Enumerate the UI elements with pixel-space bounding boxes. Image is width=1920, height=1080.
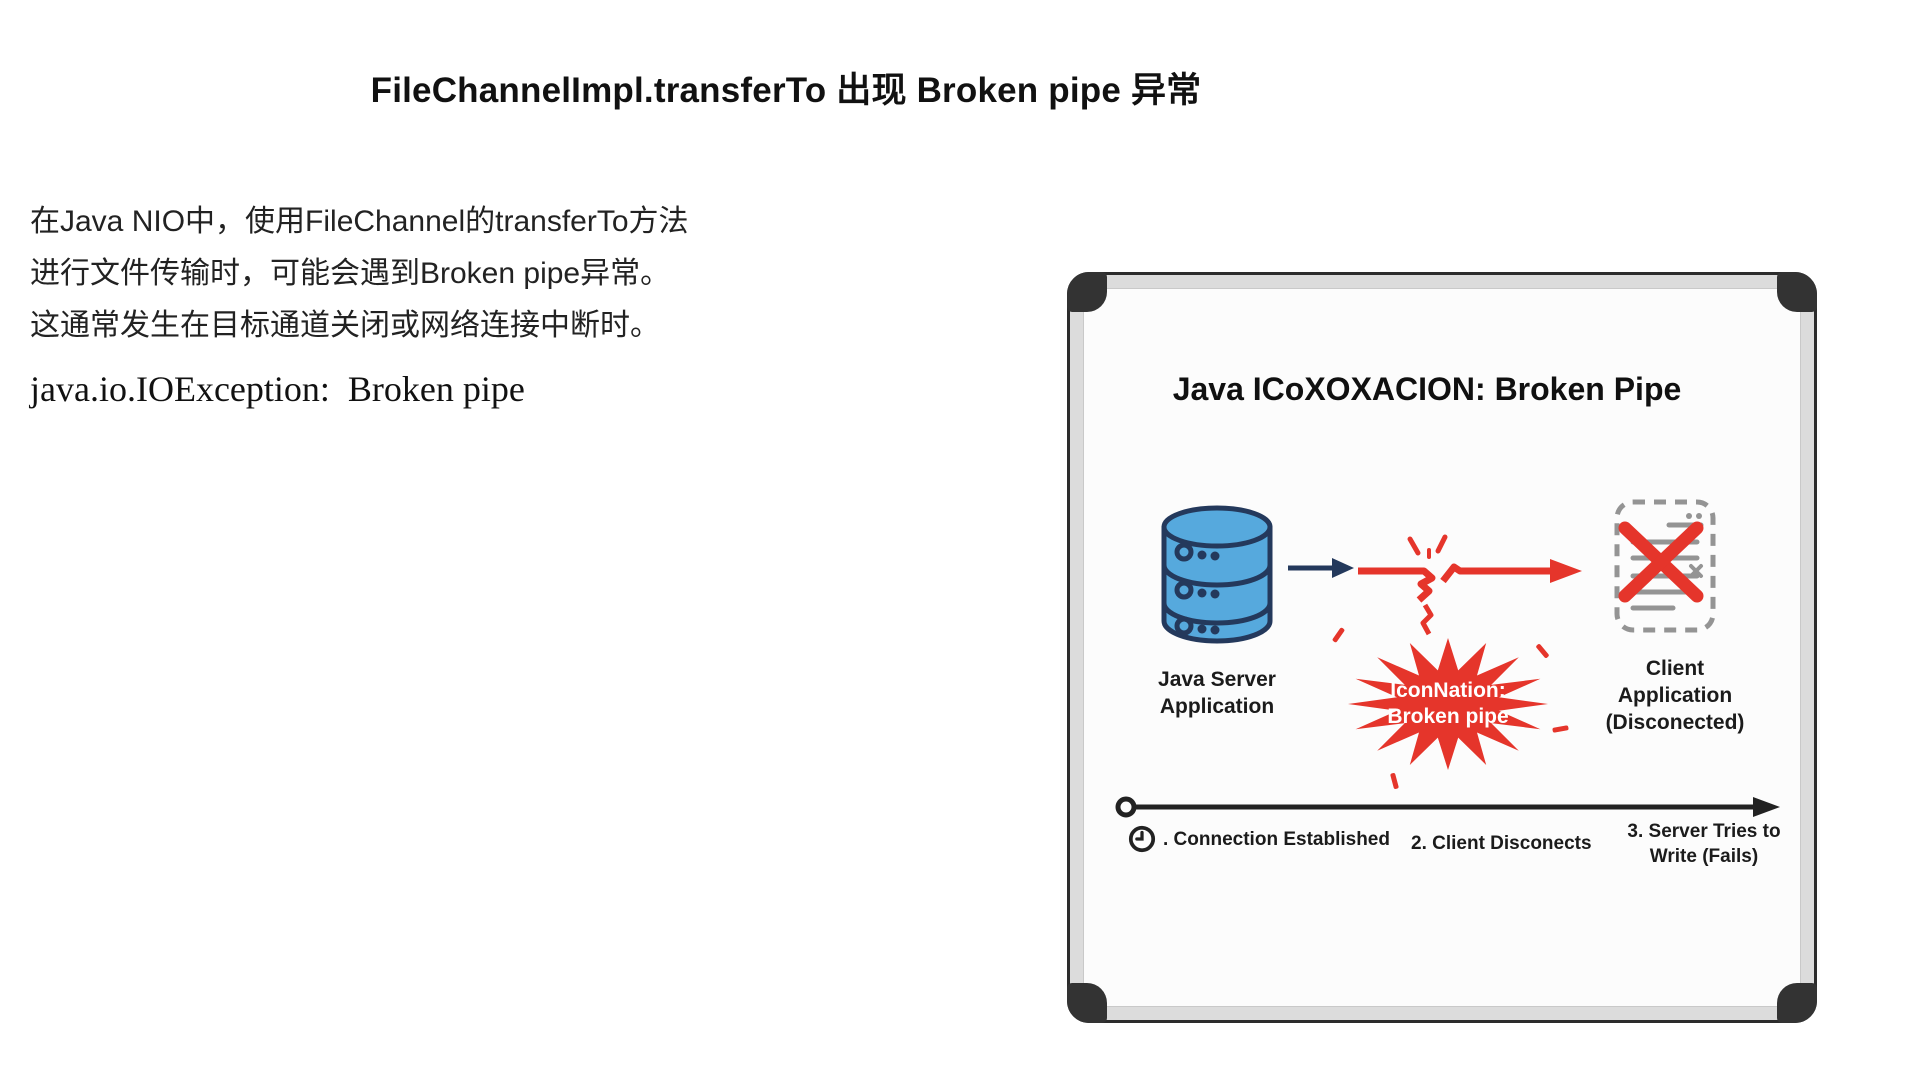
client-document-icon — [1614, 499, 1716, 633]
whiteboard-corner-cap — [1067, 983, 1107, 1023]
timeline-step-3: 3. Server Tries to Write (Fails) — [1627, 821, 1781, 867]
error-burst — [1348, 638, 1548, 770]
whiteboard-corner-cap — [1067, 272, 1107, 312]
exception-code-line: java.io.IOException: Broken pipe — [30, 369, 525, 409]
broken-pipe-arrow-icon — [1358, 534, 1582, 636]
whiteboard-corner-cap — [1777, 272, 1817, 312]
database-icon — [1161, 505, 1273, 644]
error-burst-label: IconNation: Broken pipe — [1387, 679, 1509, 728]
server-label: Java Server Application — [1158, 668, 1276, 718]
flow-arrow-icon — [1288, 558, 1354, 578]
whiteboard-corner-cap — [1777, 983, 1817, 1023]
diagram-title: Java ICoXOXACION: Broken Pipe — [1172, 371, 1682, 407]
client-label: Client Application (Disconected) — [1605, 657, 1745, 734]
timeline-step-1-label: . Connection Established — [1163, 828, 1390, 850]
timeline-axis — [1115, 796, 1780, 818]
page-title: FileChannelImpl.transferTo 出现 Broken pip… — [370, 71, 1202, 110]
clock-icon — [1128, 825, 1156, 853]
whiteboard-surface — [1083, 288, 1801, 1007]
timeline-step-1: . Connection Established — [1128, 825, 1390, 853]
intro-paragraph: 在Java NIO中，使用FileChannel的transferTo方法 进行… — [30, 205, 689, 342]
whiteboard-illustration: Java ICoXOXACION: Broken Pipe — [1067, 272, 1817, 1023]
timeline-step-2: 2. Client Disconects — [1411, 833, 1592, 854]
